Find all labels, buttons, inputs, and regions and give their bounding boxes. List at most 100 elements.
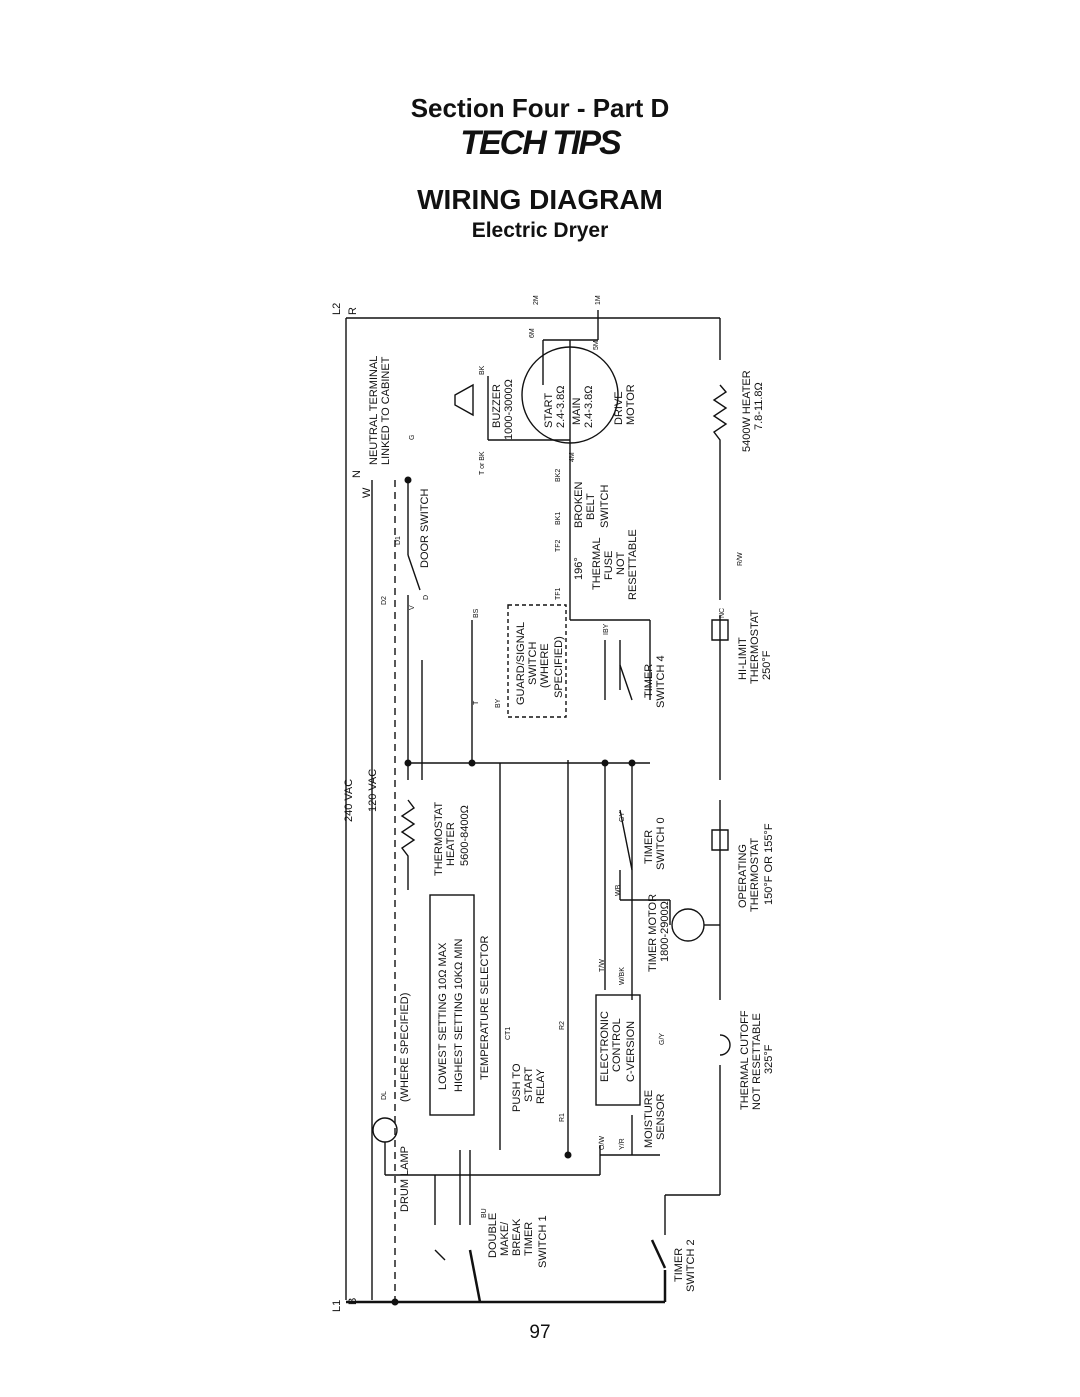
temp-sel-1: LOWEST SETTING 10Ω MAX (437, 942, 449, 1090)
term-r1: R1 (559, 1113, 566, 1122)
term-tf1: TF1 (555, 587, 562, 600)
dbl-5: SWITCH 1 (537, 1215, 549, 1268)
fuse-3: FUSE (603, 551, 615, 580)
term-wbk: W/BK (619, 967, 626, 985)
fuse-2: THERMAL (591, 537, 603, 590)
tech-tips-logo: TECH TIPS (460, 124, 622, 162)
term-t-or-bk: T or BK (479, 451, 486, 475)
guard-3: (WHERE (539, 643, 551, 688)
guard-2: SWITCH (527, 642, 539, 685)
label-l2: L2 (331, 303, 343, 315)
section-heading: Section Four - Part D (410, 93, 670, 123)
hilimit-1: HI-LIMIT (737, 637, 749, 680)
term-2m: 2M (533, 295, 540, 305)
label-n: N (351, 470, 363, 478)
door-switch-label: DOOR SWITCH (419, 489, 431, 568)
label-l1: L1 (331, 1300, 343, 1312)
dbl-3: BREAK (511, 1218, 523, 1256)
motor-label-main-ohm: 2.4-3.8Ω (583, 386, 595, 428)
push-start-3: RELAY (535, 1068, 547, 1104)
diagram-subtitle: Electric Dryer (471, 219, 609, 242)
hilimit-3: 250°F (761, 650, 773, 680)
diagram-title: WIRING DIAGRAM (417, 184, 663, 215)
page-number: 97 (529, 1322, 551, 1343)
motor-label-motor: MOTOR (625, 384, 637, 425)
guard-1: GUARD/SIGNAL (515, 622, 527, 705)
label-w: W (361, 487, 373, 498)
motor-label-main: MAIN (571, 397, 583, 425)
label-240vac: 240 VAC (343, 779, 355, 822)
operating-1: OPERATING (737, 844, 749, 908)
term-d2: D2 (381, 596, 388, 605)
term-gsy: G/Y (659, 1033, 666, 1045)
broken-belt-3: SWITCH (599, 485, 611, 528)
dbl-2: MAKE/ (499, 1221, 511, 1256)
label-120vac: 120 VAC (367, 769, 379, 812)
cutoff-2: NOT RESETTABLE (751, 1013, 763, 1110)
control-1: ELECTRONIC (599, 1011, 611, 1082)
term-ow: O/W (599, 1136, 606, 1150)
term-5m: 5M (593, 340, 600, 350)
term-4m: 4M (569, 452, 576, 462)
term-6m: 6M (529, 328, 536, 338)
operating-3: 150°F OR 155°F (763, 823, 775, 905)
broken-belt-1: BROKEN (573, 481, 585, 528)
neutral-label-2: LINKED TO CABINET (380, 356, 392, 465)
timer0-1: TIMER (643, 830, 655, 864)
buzzer-label-2: 1000-3000Ω (503, 379, 515, 440)
term-gy: GY (619, 812, 626, 822)
moisture-2: SENSOR (655, 1093, 667, 1140)
heater-2: 7.8-11.8Ω (753, 382, 765, 430)
term-yr: Y/R (619, 1138, 626, 1150)
term-bs: BS (473, 608, 480, 618)
term-bk2: BK2 (555, 469, 562, 482)
heater-1: 5400W HEATER (741, 370, 753, 452)
timer2-2: SWITCH 2 (685, 1239, 697, 1292)
term-r2: R2 (559, 1021, 566, 1030)
timer4-1: TIMER (643, 664, 655, 698)
drum-lamp-where: (WHERE SPECIFIED) (399, 993, 411, 1102)
control-2: CONTROL (611, 1018, 623, 1072)
guard-4: SPECIFIED) (553, 636, 565, 698)
moisture-1: MOISTURE (643, 1090, 655, 1148)
push-start-1: PUSH TO (511, 1063, 523, 1112)
term-wb: WB (615, 884, 622, 896)
fuse-5: RESETTABLE (627, 529, 639, 600)
hilimit-2: THERMOSTAT (749, 610, 761, 684)
timer-motor-1: TIMER MOTOR (647, 894, 659, 972)
timer4-2: SWITCH 4 (655, 655, 667, 708)
temp-sel-2: HIGHEST SETTING 10KΩ MIN (453, 938, 465, 1092)
timer0-2: SWITCH 0 (655, 817, 667, 870)
drum-lamp-label: DRUM LAMP (399, 1146, 411, 1212)
operating-2: THERMOSTAT (749, 838, 761, 912)
dbl-1: DOUBLE (487, 1213, 499, 1258)
term-g: G (409, 435, 416, 440)
tstat-heater-1: THERMOSTAT (433, 802, 445, 876)
push-start-2: START (523, 1067, 535, 1102)
neutral-label-1: NEUTRAL TERMINAL (368, 356, 380, 465)
timer2-1: TIMER (673, 1248, 685, 1282)
fuse-4: NOT (615, 552, 627, 576)
broken-belt-2: BELT (585, 493, 597, 520)
temp-sel-3: TEMPERATURE SELECTOR (479, 935, 491, 1080)
cutoff-1: THERMAL CUTOFF (739, 1010, 751, 1110)
term-ct1: CT1 (505, 1027, 512, 1040)
timer-motor-2: 1800-2900Ω (659, 901, 671, 962)
motor-label-start-ohm: 2.4-3.8Ω (555, 386, 567, 428)
term-tw: T/W (599, 959, 606, 972)
term-nc-hl: NC (719, 608, 726, 618)
term-tf2: TF2 (555, 539, 562, 552)
term-dl: DL (381, 1091, 388, 1100)
term-bk: BK (479, 365, 486, 375)
label-b: B (347, 1298, 359, 1305)
term-bu: BU (481, 1208, 488, 1218)
term-bk1: BK1 (555, 512, 562, 525)
tstat-heater-3: 5600-8400Ω (459, 805, 471, 866)
term-d1: D1 (395, 536, 402, 545)
control-3: C-VERSION (625, 1021, 637, 1082)
term-d: D (423, 595, 430, 600)
buzzer-label-1: BUZZER (491, 384, 503, 428)
term-1m: 1M (595, 295, 602, 305)
term-by: BY (495, 698, 502, 708)
